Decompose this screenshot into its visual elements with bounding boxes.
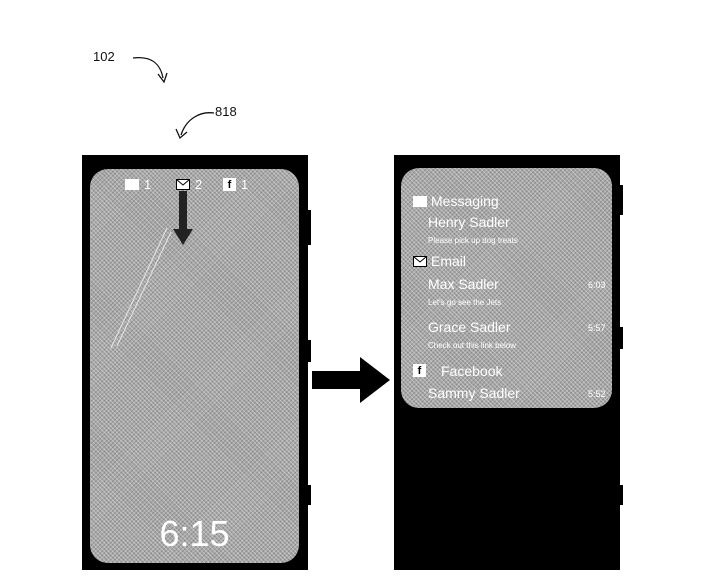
email-count: 2 (195, 177, 203, 192)
email-icon (176, 179, 190, 190)
group-title-messaging: Messaging (431, 193, 499, 209)
notification-sender[interactable]: Max Sadler (428, 276, 499, 292)
notification-sender[interactable]: Henry Sadler (428, 214, 510, 230)
side-button-top[interactable] (620, 185, 623, 215)
notification-time: 5:57 (588, 323, 606, 333)
phone-lock-screen: 1 2 f 1 6:15 (82, 155, 311, 570)
notification-time: 6:03 (588, 280, 606, 290)
lock-screen-time: 6:15 (159, 513, 230, 554)
facebook-icon: f (413, 364, 426, 377)
side-button-top[interactable] (308, 210, 311, 245)
notification-sender[interactable]: Sammy Sadler (428, 385, 520, 401)
phone-notification-list: Messaging Henry Sadler Please pick up do… (394, 155, 623, 570)
notification-preview: Please pick up dog treats (428, 236, 518, 245)
notification-preview: Check out this link below (428, 341, 517, 350)
screen-glare (110, 227, 172, 349)
message-count: 1 (144, 177, 152, 192)
facebook-icon: f (223, 178, 236, 191)
lock-screen-display: 1 2 f 1 6:15 (90, 169, 299, 563)
figure-reference-label: 102 (93, 49, 115, 64)
transition-arrow (312, 357, 390, 403)
email-indicator[interactable]: 2 (176, 177, 202, 192)
notification-sender[interactable]: Grace Sadler (428, 319, 511, 335)
email-icon (413, 256, 427, 267)
notification-preview: Let's go see the Jets (428, 298, 502, 307)
facebook-count: 1 (241, 177, 249, 192)
side-button-middle[interactable] (308, 340, 311, 362)
device-reference-label: 818 (215, 104, 237, 119)
side-button-bottom[interactable] (620, 485, 623, 505)
notification-time: 5:52 (588, 389, 606, 399)
group-title-email: Email (431, 253, 467, 269)
facebook-indicator[interactable]: f 1 (223, 177, 248, 192)
side-button-middle[interactable] (620, 327, 623, 349)
message-indicator[interactable]: 1 (125, 177, 151, 192)
side-button-bottom[interactable] (308, 485, 311, 505)
figure-leader-arrow (132, 56, 168, 84)
notification-panel: Messaging Henry Sadler Please pick up do… (401, 168, 612, 408)
message-icon (413, 196, 427, 207)
swipe-down-arrow-icon (173, 191, 193, 245)
device-leader-arrow (175, 112, 215, 140)
group-title-facebook: Facebook (441, 363, 503, 379)
message-icon (125, 179, 139, 190)
